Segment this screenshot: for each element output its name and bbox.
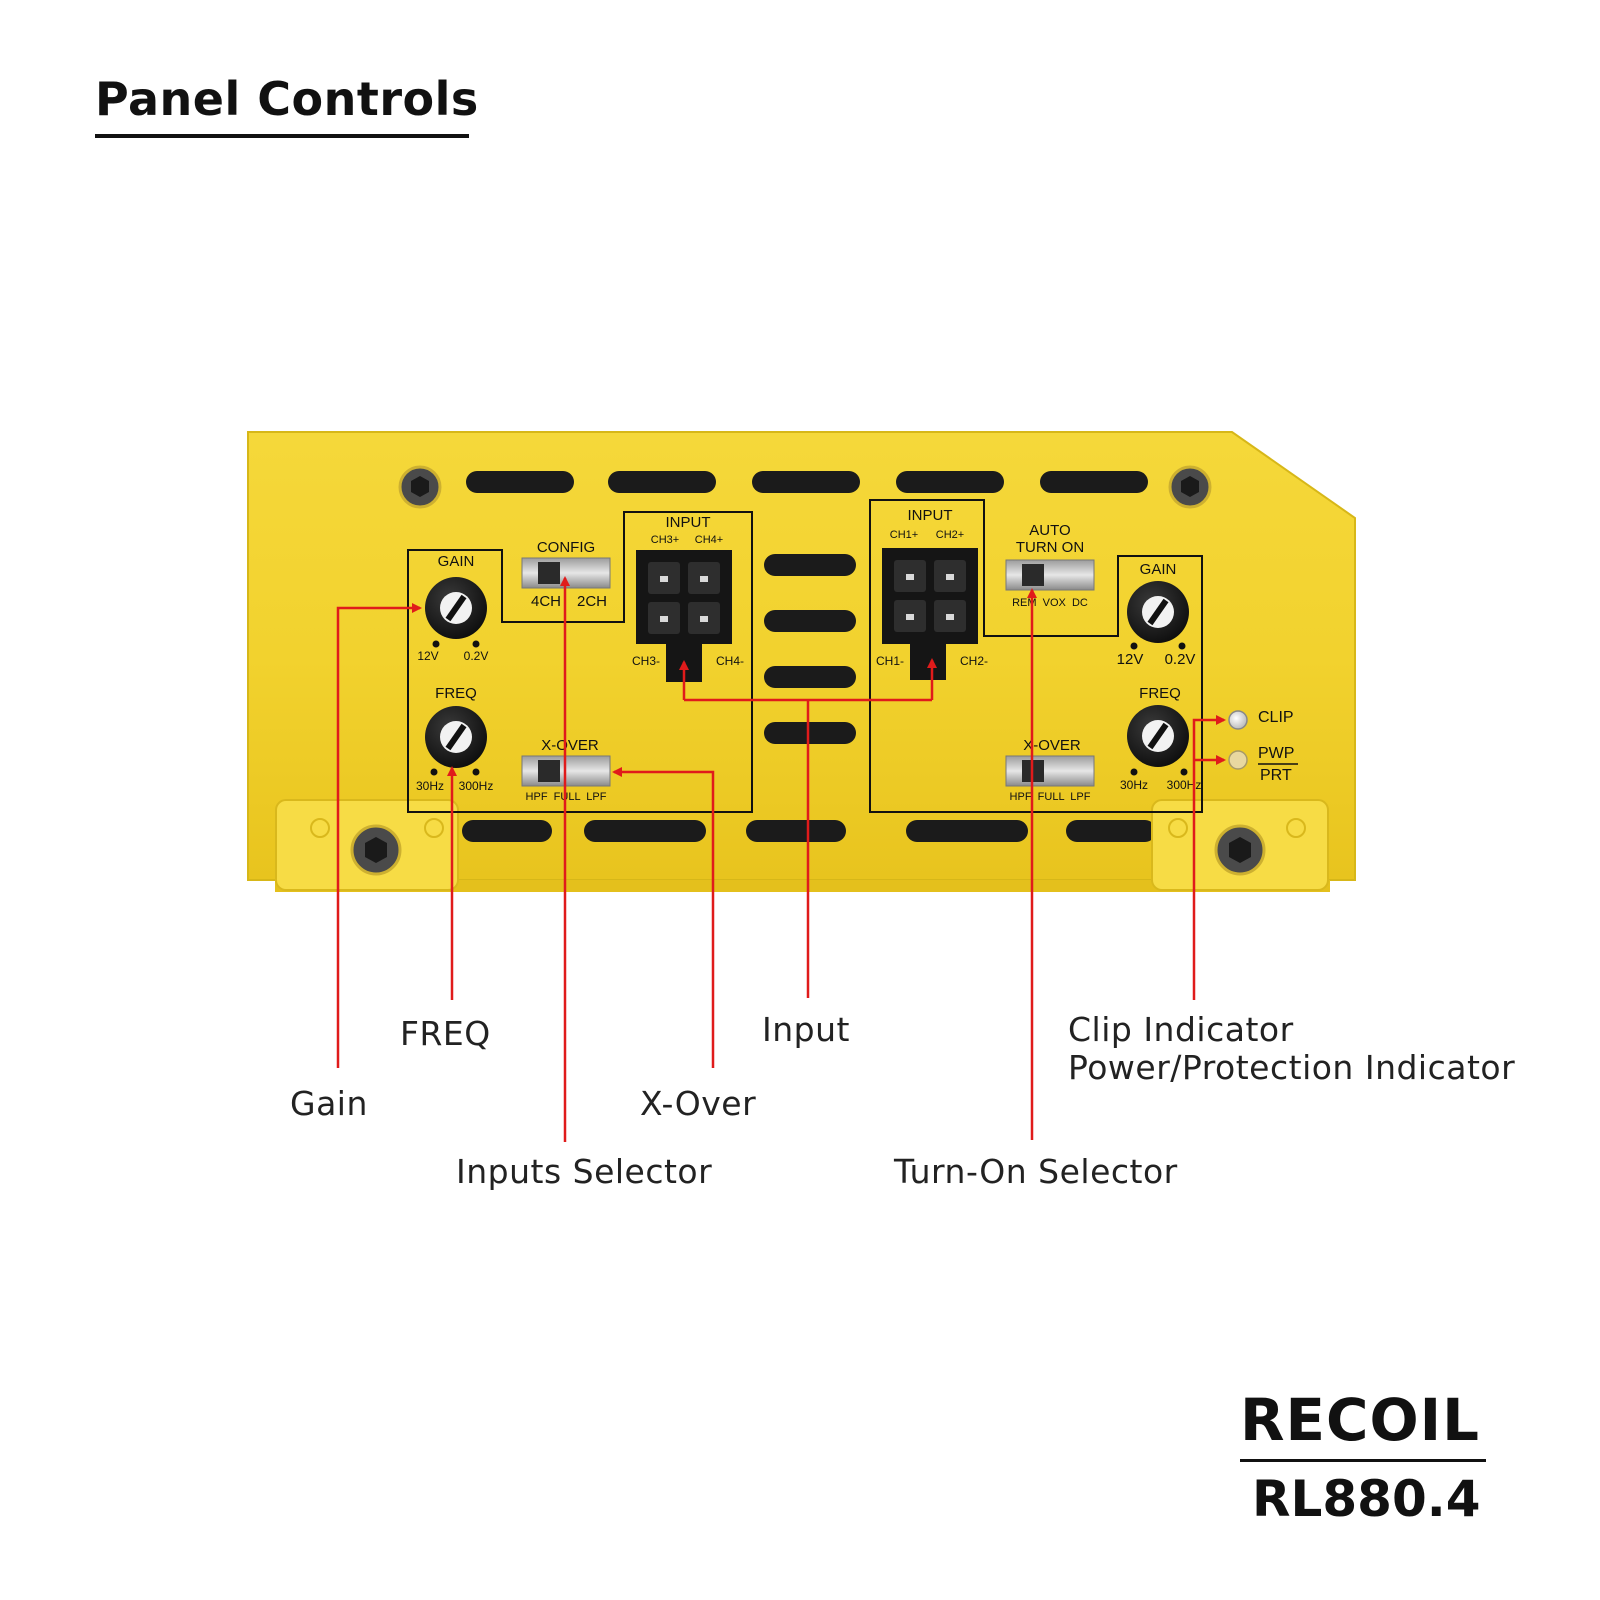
right-gain-max: 0.2V — [1165, 651, 1196, 668]
logo-underline — [1240, 1459, 1486, 1462]
right-control-outline — [869, 499, 1203, 813]
auto-turn-on-label-2: TURN ON — [1016, 539, 1084, 556]
callout-power-protection: Power/Protection Indicator — [1068, 1048, 1516, 1087]
config-opt-4ch: 4CH — [531, 593, 561, 610]
right-freq-min-dot — [1130, 768, 1138, 776]
left-gain-min-dot — [432, 640, 440, 648]
right-gain-min: 12V — [1117, 651, 1144, 668]
left-gain-label: GAIN — [438, 553, 475, 570]
right-gain-max-dot — [1178, 642, 1186, 650]
right-gain-min-dot — [1130, 642, 1138, 650]
left-gain-max: 0.2V — [464, 649, 489, 663]
left-input-ch4m: CH4- — [716, 654, 744, 668]
left-xover-label: X-OVER — [541, 737, 599, 754]
left-freq-min-dot — [430, 768, 438, 776]
left-input-ch3m: CH3- — [632, 654, 660, 668]
brand-wordmark: RECOIL — [1240, 1388, 1480, 1454]
right-freq-max: 300Hz — [1167, 778, 1202, 792]
right-gain-knob[interactable] — [1127, 581, 1189, 643]
leader-gain — [336, 603, 422, 1068]
right-freq-min: 30Hz — [1120, 778, 1148, 792]
right-input-label: INPUT — [908, 507, 953, 524]
clip-led-label: CLIP — [1258, 709, 1294, 726]
leader-clip — [1192, 715, 1226, 1000]
left-freq-min: 30Hz — [416, 779, 444, 793]
left-input-connector[interactable] — [636, 550, 732, 682]
callout-input: Input — [762, 1010, 850, 1049]
callout-turn-on-selector: Turn-On Selector — [894, 1152, 1178, 1191]
pwp-led-label: PWP — [1258, 745, 1294, 762]
left-control-outline — [407, 511, 753, 813]
turn-on-switch[interactable] — [1005, 559, 1095, 591]
clip-led — [1228, 710, 1248, 730]
left-freq-label: FREQ — [435, 685, 477, 702]
left-gain-max-dot — [472, 640, 480, 648]
pwp-led — [1228, 750, 1248, 770]
top-vents — [466, 471, 1148, 493]
leader-xover — [612, 767, 715, 1068]
right-xover-options: HPF FULL LPF — [1010, 791, 1091, 803]
left-input-label: INPUT — [666, 514, 711, 531]
right-xover-switch[interactable] — [1005, 755, 1095, 787]
leader-lines — [336, 576, 1226, 1142]
callout-freq: FREQ — [400, 1014, 491, 1053]
turn-on-options: REM VOX DC — [1012, 597, 1088, 609]
left-gain-min: 12V — [417, 649, 438, 663]
callout-inputs-selector: Inputs Selector — [456, 1152, 713, 1191]
left-gain-knob[interactable] — [425, 577, 487, 639]
auto-turn-on-label-1: AUTO — [1029, 522, 1070, 539]
screw-top-right-icon — [1168, 465, 1212, 509]
right-freq-knob[interactable] — [1127, 705, 1189, 767]
callout-clip-indicator: Clip Indicator — [1068, 1010, 1294, 1049]
title-underline — [95, 134, 469, 138]
panel-bottom-edge — [275, 880, 1330, 892]
right-input-ch1m: CH1- — [876, 654, 904, 668]
screw-top-left-icon — [398, 465, 442, 509]
config-label: CONFIG — [537, 539, 595, 556]
right-xover-label: X-OVER — [1023, 737, 1081, 754]
center-vents — [764, 554, 856, 744]
callout-gain: Gain — [290, 1084, 368, 1123]
right-gain-label: GAIN — [1140, 561, 1177, 578]
left-input-ch4p: CH4+ — [695, 534, 723, 546]
bottom-vents — [462, 820, 1156, 842]
right-input-connector[interactable] — [882, 548, 978, 680]
model-name: RL880.4 — [1252, 1470, 1481, 1528]
config-opt-2ch: 2CH — [577, 593, 607, 610]
left-freq-knob[interactable] — [425, 706, 487, 768]
callout-xover: X-Over — [640, 1084, 757, 1123]
brand-logo: RECOIL — [1240, 1388, 1480, 1454]
right-freq-max-dot — [1180, 768, 1188, 776]
right-input-ch2p: CH2+ — [936, 529, 964, 541]
left-freq-max-dot — [472, 768, 480, 776]
right-input-ch1p: CH1+ — [890, 529, 918, 541]
screw-bottom-right-icon — [1214, 824, 1266, 876]
right-freq-label: FREQ — [1139, 685, 1181, 702]
page-title: Panel Controls — [95, 72, 479, 126]
prt-led-label: PRT — [1260, 767, 1292, 784]
left-input-ch3p: CH3+ — [651, 534, 679, 546]
left-freq-max: 300Hz — [459, 779, 494, 793]
screw-bottom-left-icon — [350, 824, 402, 876]
right-input-ch2m: CH2- — [960, 654, 988, 668]
